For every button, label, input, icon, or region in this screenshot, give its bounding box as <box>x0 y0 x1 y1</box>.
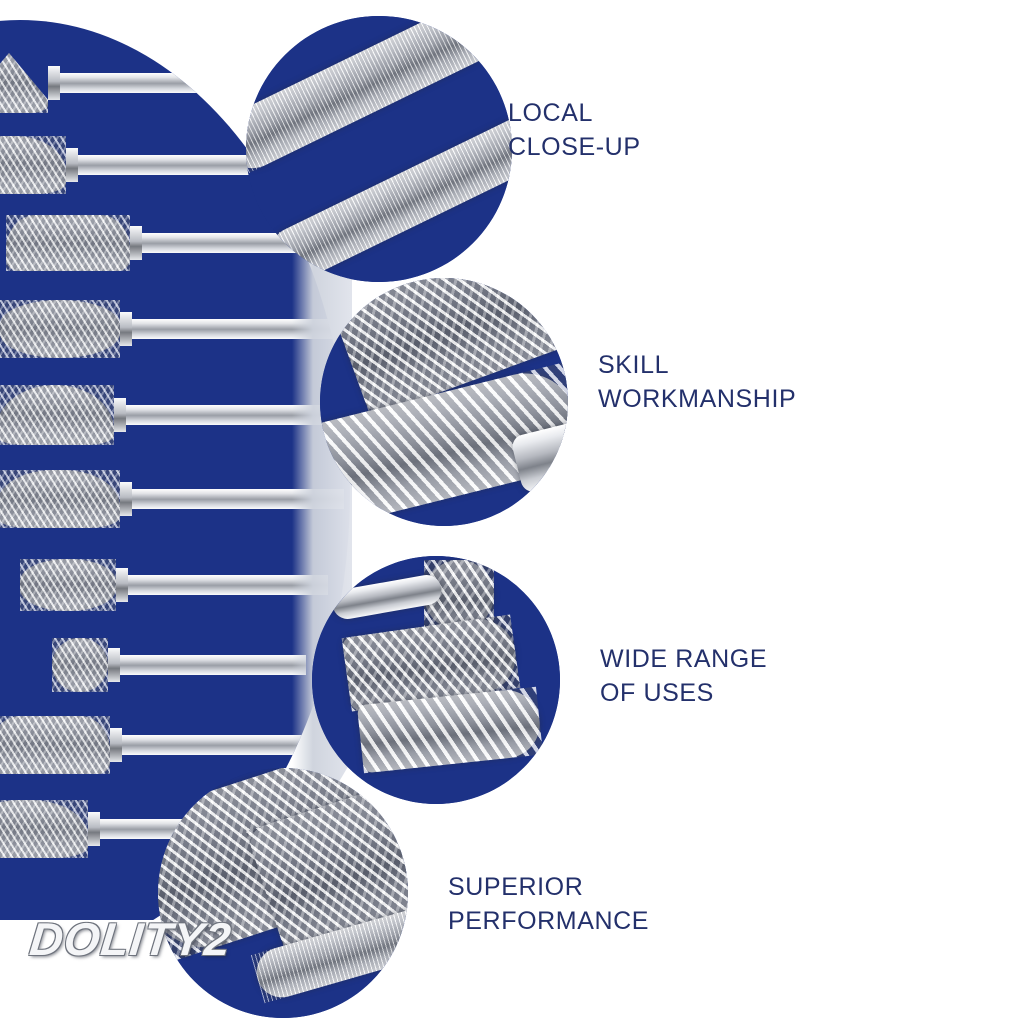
burr-collar <box>88 812 100 846</box>
burr-head-oval <box>0 300 120 358</box>
burr-head-flame <box>0 385 114 445</box>
feature-label-wide-range-of-uses: WIDE RANGE OF USES <box>600 645 768 707</box>
burr-shank <box>122 735 322 755</box>
burr-collar <box>48 66 60 100</box>
burr-head-ball <box>52 638 108 692</box>
burr-shank <box>132 489 344 509</box>
burr-shank <box>126 405 342 425</box>
burr-collar <box>120 312 132 346</box>
burr-shank <box>120 655 306 675</box>
burr-item <box>0 385 342 445</box>
burr-head-tree <box>0 136 66 194</box>
burr-head-tree <box>0 470 120 528</box>
inset-shanks-photo <box>246 16 512 282</box>
inset-shapes-photo <box>312 556 560 804</box>
burr-item <box>20 558 328 612</box>
burr-collar <box>108 648 120 682</box>
inset-cutting-edge-photo <box>158 768 408 1018</box>
feature-label-local-close-up: LOCAL CLOSE-UP <box>508 99 641 161</box>
brand-watermark: DOLITY2 <box>27 913 234 965</box>
inset-shanks <box>246 16 512 282</box>
inset-flutes-photo <box>320 278 568 526</box>
burr-collar <box>116 568 128 602</box>
burr-collar <box>114 398 126 432</box>
burr-item <box>0 300 346 358</box>
burr-collar <box>130 226 142 260</box>
burr-item <box>0 470 344 528</box>
inset-flutes <box>320 278 568 526</box>
burr-head-tree <box>0 800 88 858</box>
burr-collar <box>120 482 132 516</box>
burr-collar <box>110 728 122 762</box>
burr-shank <box>128 575 328 595</box>
feature-label-skill-workmanship: SKILL WORKMANSHIP <box>598 351 797 413</box>
burr-shank <box>132 319 346 339</box>
burr-head-cone <box>0 53 48 113</box>
feature-label-superior-performance: SUPERIOR PERFORMANCE <box>448 873 650 935</box>
inset-shapes <box>312 556 560 804</box>
burr-item <box>0 716 322 774</box>
burr-head-oval <box>20 559 116 611</box>
inset-cutting-edge <box>158 768 408 1018</box>
burr-head-cylinder <box>0 716 110 774</box>
burr-head-cylinder <box>6 215 130 271</box>
burr-item <box>52 638 306 692</box>
burr-collar <box>66 148 78 182</box>
